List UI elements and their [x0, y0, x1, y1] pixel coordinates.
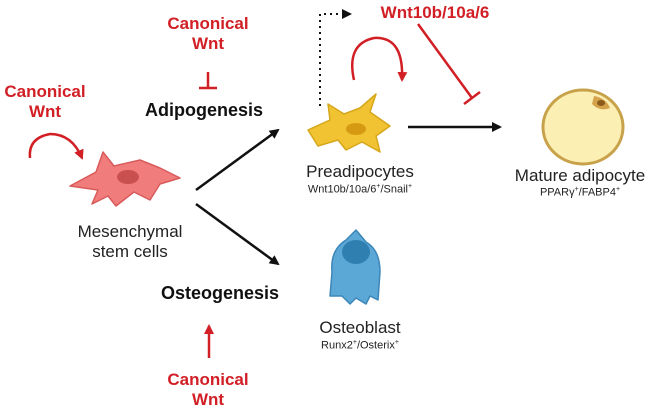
wnt-to-adipocyte-inhibition-bar	[463, 91, 481, 105]
left-wnt-curl-arrow	[28, 132, 84, 160]
mature-adipocyte-icon	[541, 88, 625, 166]
mature-adipocyte-label: Mature adipocyte	[514, 166, 646, 185]
preadipocyte-cell-icon	[307, 93, 391, 153]
preadipocytes-markers: Wnt10b/10a/6+/Snail+	[307, 183, 413, 196]
osteoblast-markers: Runx2+/Osterix+	[321, 339, 399, 352]
wnt-to-adipocyte-inhibition-line	[416, 23, 474, 99]
msc-cell-icon	[69, 151, 181, 207]
secretion-dotted-arrow	[319, 9, 352, 106]
msc-to-preadipocyte-arrow	[195, 128, 280, 192]
msc-to-osteoblast-arrow	[195, 202, 280, 266]
wnt-top-right-label: Wnt10b/10a/6	[380, 3, 490, 22]
mature-adipocyte-markers: PPARγ+/FABP4+	[539, 186, 621, 199]
osteoblast-cell-icon	[329, 229, 381, 305]
adipogenesis-label: Adipogenesis	[144, 100, 264, 120]
osteoblast-label: Osteoblast	[319, 318, 401, 337]
preadipocytes-label: Preadipocytes	[306, 162, 414, 181]
osteogenesis-label: Osteogenesis	[160, 283, 280, 303]
autocrine-wnt-curl-arrow	[351, 36, 408, 82]
